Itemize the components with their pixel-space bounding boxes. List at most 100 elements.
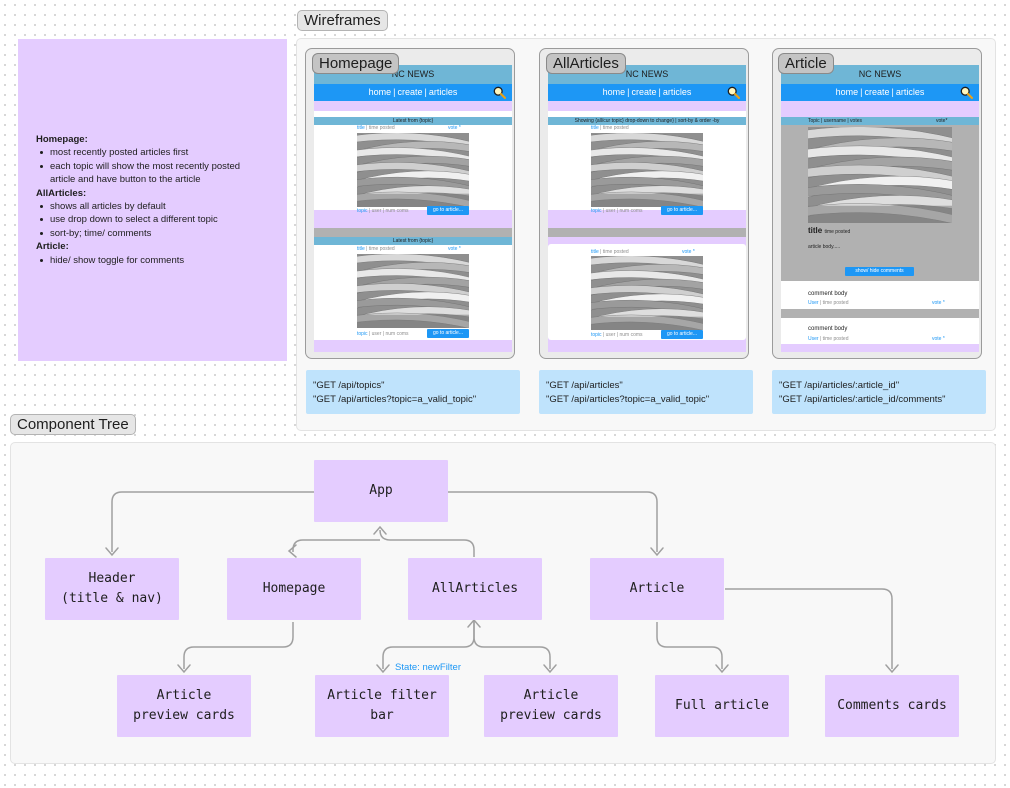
- comment-card: comment body User | time posted vote *: [781, 281, 979, 309]
- show-hide-comments-button[interactable]: show/ hide comments: [845, 267, 914, 276]
- article-vote[interactable]: vote*: [936, 118, 948, 124]
- notes-list-item: most recently posted articles first: [36, 146, 287, 159]
- newspaper-image: [591, 256, 703, 330]
- notes-list-item: hide/ show toggle for comments: [36, 254, 287, 267]
- topic-strip: Latest from {topic}: [314, 237, 512, 245]
- card-vote[interactable]: vote *: [448, 246, 461, 252]
- newspaper-sheet: [591, 162, 703, 178]
- homepage-wireframe-screen: NC NEWS home|create|articles Latest from…: [314, 65, 512, 352]
- newspaper-sheet: [808, 164, 952, 186]
- photo-shadow: [357, 193, 469, 207]
- go-to-article-button[interactable]: go to article...: [427, 206, 469, 215]
- card-title-meta: title | time posted: [357, 125, 395, 131]
- nav-create-link[interactable]: create: [631, 87, 657, 97]
- tree-node-app[interactable]: App: [314, 460, 448, 522]
- topic-strip: Latest from {topic}: [314, 117, 512, 125]
- navbar: home|create|articles: [314, 84, 512, 101]
- nav-articles-link[interactable]: articles: [662, 87, 692, 97]
- article-api-note[interactable]: "GET /api/articles/:article_id" "GET /ap…: [772, 370, 986, 414]
- tree-node-article-filter-bar[interactable]: Article filter bar: [315, 675, 449, 737]
- tree-node-article[interactable]: Article: [590, 558, 724, 620]
- article-wireframe-screen: NC NEWS home|create|articles Topic | use…: [781, 65, 979, 352]
- article-preview-card[interactable]: title | time posted vote * topic | user …: [548, 244, 746, 340]
- magnifier-icon[interactable]: [960, 86, 973, 99]
- nav-articles-link[interactable]: articles: [895, 87, 925, 97]
- go-to-article-button[interactable]: go to article...: [661, 206, 703, 215]
- card-vote[interactable]: vote *: [682, 249, 695, 255]
- newspaper-sheet: [357, 147, 469, 164]
- newspaper-sheet: [591, 147, 703, 164]
- nav-create-link[interactable]: create: [864, 87, 890, 97]
- article-body-text: article body.....: [808, 244, 841, 250]
- newspaper-stack-graphic: [808, 127, 952, 223]
- nav-create-link[interactable]: create: [397, 87, 423, 97]
- navbar: home|create|articles: [548, 84, 746, 101]
- tree-node-allarticles[interactable]: AllArticles: [408, 558, 542, 620]
- newspaper-image: [591, 133, 703, 207]
- nav-home-link[interactable]: home: [835, 87, 859, 97]
- newspaper-sheet: [357, 268, 469, 285]
- nav-articles-link[interactable]: articles: [428, 87, 458, 97]
- card-footer-meta: topic | user | num coms: [357, 208, 409, 214]
- notes-allarticles-heading: AllArticles:: [36, 187, 87, 199]
- homepage-frame-title: Homepage: [312, 53, 400, 74]
- newspaper-stack-graphic: [591, 133, 703, 207]
- tree-node-comments-cards[interactable]: Comments cards: [825, 675, 959, 737]
- article-preview-card[interactable]: Showing {all/cur topic} drop-down to cha…: [548, 111, 746, 215]
- photo-shadow: [808, 205, 952, 223]
- photo-shadow: [591, 193, 703, 207]
- article-wireframe-frame[interactable]: NC NEWS home|create|articles Topic | use…: [772, 48, 982, 359]
- comment-meta: User | time posted: [808, 336, 849, 342]
- tree-node-full-article[interactable]: Full article: [655, 675, 789, 737]
- allarticles-wireframe-screen: NC NEWS home|create|articles Showing {al…: [548, 65, 746, 352]
- homepage-wireframe-frame[interactable]: NC NEWS home|create|articles Latest from…: [305, 48, 515, 359]
- navbar: home|create|articles: [781, 84, 979, 101]
- tree-node-header[interactable]: Header (title & nav): [45, 558, 179, 620]
- newspaper-image: [357, 254, 469, 328]
- newspaper-stack-graphic: [591, 256, 703, 330]
- go-to-article-button[interactable]: go to article...: [661, 330, 703, 339]
- newspaper-sheet: [357, 297, 469, 314]
- comment-vote[interactable]: vote *: [932, 336, 945, 342]
- newspaper-sheet: [808, 127, 952, 147]
- photo-shadow: [357, 314, 469, 328]
- nav-home-link[interactable]: home: [602, 87, 626, 97]
- notes-homepage-heading: Homepage:: [36, 134, 88, 145]
- article-body-panel: Topic | username | votes vote* title tim…: [781, 117, 979, 281]
- notes-list-item: use drop down to select a different topi…: [36, 213, 287, 226]
- card-title-meta: title | time posted: [357, 246, 395, 252]
- card-footer-meta: topic | user | num coms: [591, 208, 643, 214]
- magnifier-icon[interactable]: [727, 86, 740, 99]
- comment-vote[interactable]: vote *: [932, 300, 945, 306]
- allarticles-api-note[interactable]: "GET /api/articles" "GET /api/articles?t…: [539, 370, 753, 414]
- filter-sort-strip[interactable]: Showing {all/cur topic} drop-down to cha…: [548, 117, 746, 125]
- comment-meta: User | time posted: [808, 300, 849, 306]
- card-vote[interactable]: vote *: [448, 125, 461, 131]
- newspaper-sheet: [808, 145, 952, 166]
- go-to-article-button[interactable]: go to article...: [427, 329, 469, 338]
- article-preview-card[interactable]: Latest from {topic} title | time posted …: [314, 111, 512, 215]
- state-annotation: State: newFilter: [395, 662, 461, 673]
- article-title: title time posted: [808, 226, 851, 235]
- newspaper-sheet: [591, 133, 703, 149]
- newspaper-sheet: [357, 133, 469, 149]
- newspaper-stack-graphic: [357, 133, 469, 207]
- newspaper-image: [808, 127, 952, 223]
- tree-node-article-preview-cards[interactable]: Article preview cards: [117, 675, 251, 737]
- notes-sticky[interactable]: Homepage: most recently posted articles …: [18, 39, 287, 361]
- magnifier-icon[interactable]: [493, 86, 506, 99]
- newspaper-image: [357, 133, 469, 207]
- article-info-strip: Topic | username | votes: [781, 117, 979, 125]
- article-preview-card[interactable]: Latest from {topic} title | time posted …: [314, 237, 512, 340]
- allarticles-wireframe-frame[interactable]: NC NEWS home|create|articles Showing {al…: [539, 48, 749, 359]
- tree-node-homepage[interactable]: Homepage: [227, 558, 361, 620]
- comment-body: comment body: [808, 326, 848, 332]
- homepage-api-note[interactable]: "GET /api/topics" "GET /api/articles?top…: [306, 370, 520, 414]
- tree-node-article-preview-cards[interactable]: Article preview cards: [484, 675, 618, 737]
- newspaper-sheet: [357, 283, 469, 299]
- separator-strip: [314, 228, 512, 237]
- card-footer-meta: topic | user | num coms: [357, 331, 409, 337]
- nav-home-link[interactable]: home: [368, 87, 392, 97]
- separator-strip: [548, 228, 746, 237]
